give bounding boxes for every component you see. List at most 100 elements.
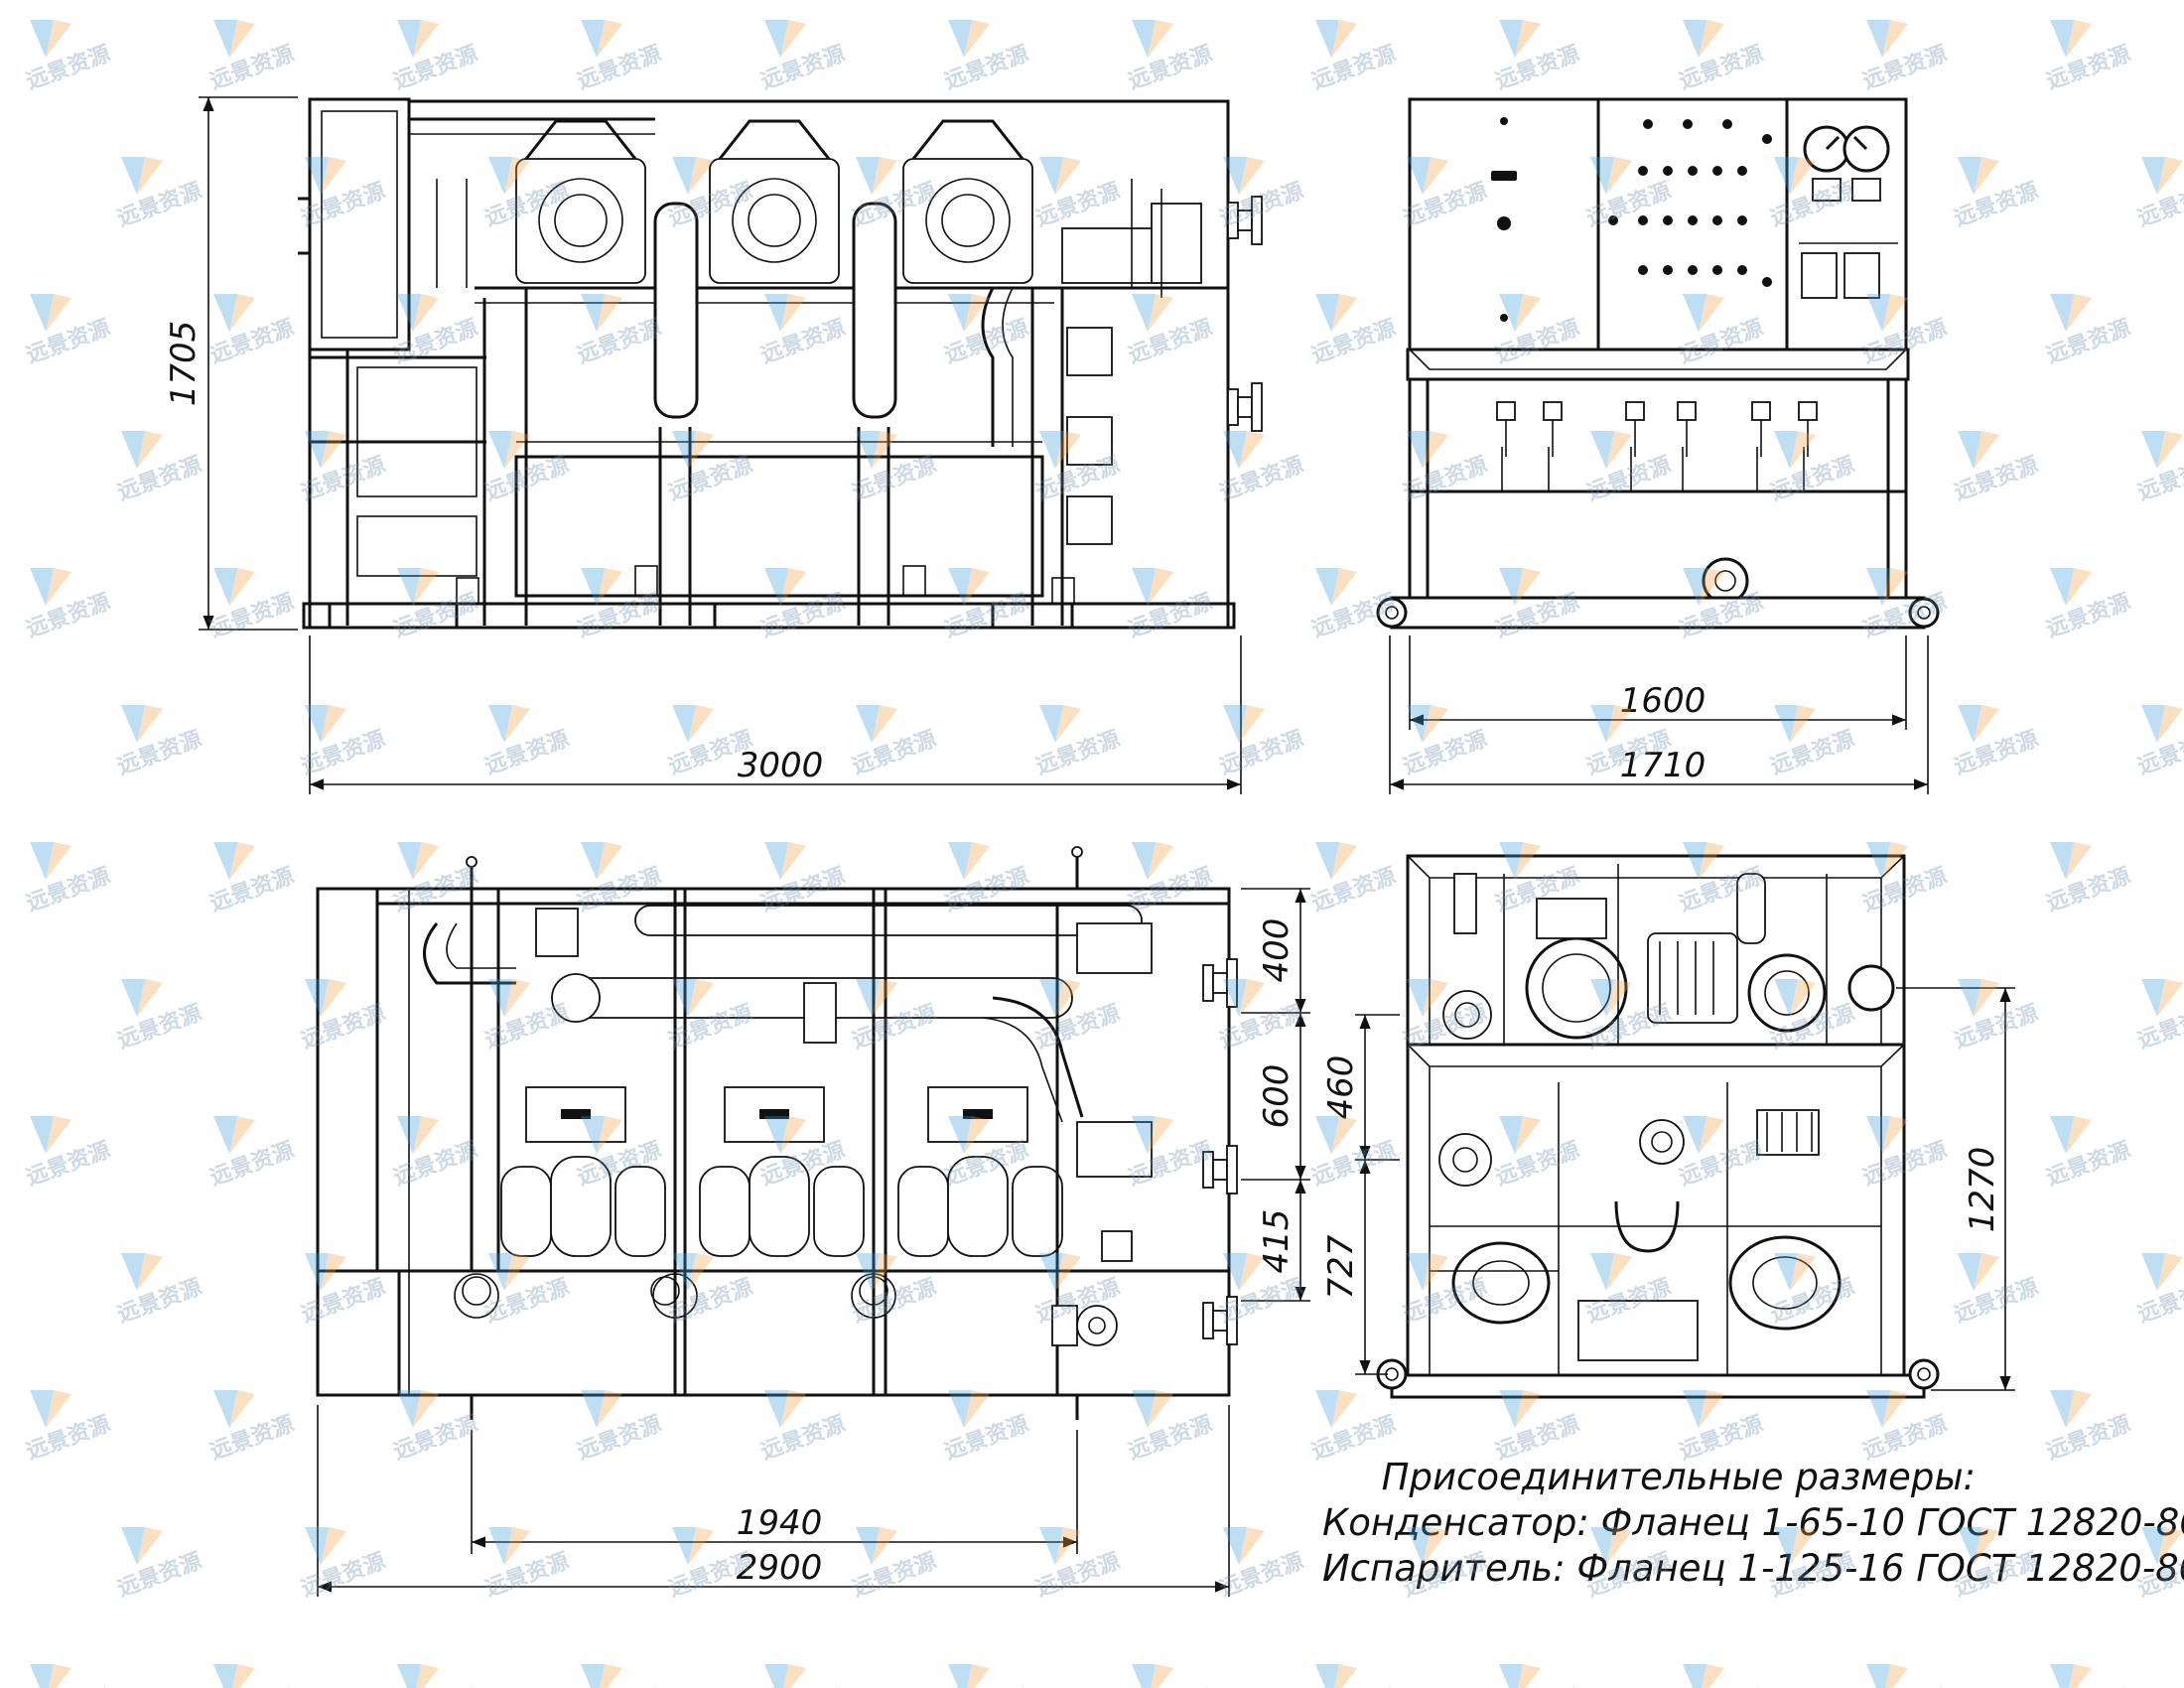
notes-title: Присоединительные размеры: xyxy=(1382,1456,1976,1498)
watermark-logo: 远景资源 xyxy=(2043,294,2134,368)
svg-text:远景资源: 远景资源 xyxy=(206,1412,297,1466)
watermark-logo: 远景资源 xyxy=(206,294,298,369)
svg-text:远景资源: 远景资源 xyxy=(1032,1549,1123,1603)
svg-text:远景资源: 远景资源 xyxy=(1767,727,1857,780)
watermark-logo: 远景资源 xyxy=(1859,1664,1951,1688)
svg-text:远景资源: 远景资源 xyxy=(1951,1001,2041,1055)
svg-text:远景资源: 远景资源 xyxy=(757,1412,848,1466)
watermark-logo: 远景资源 xyxy=(574,1664,665,1688)
watermark-logo: 远景资源 xyxy=(1951,705,2042,780)
svg-text:远景资源: 远景资源 xyxy=(23,590,113,643)
front-view-dimensions: 1705 3000 xyxy=(164,96,1242,794)
watermark-logo: 远景资源 xyxy=(1308,20,1400,95)
front-compressors xyxy=(515,158,1033,284)
svg-text:远景资源: 远景资源 xyxy=(481,1549,572,1603)
watermark-logo: 远景资源 xyxy=(1951,157,2042,231)
watermark-logo: 远景资源 xyxy=(1767,705,1858,780)
watermark-logo: 远景资源 xyxy=(2134,157,2184,231)
watermark-logo: 远景资源 xyxy=(1676,20,1767,94)
dim-1940: 1940 xyxy=(737,1503,823,1543)
dim-400: 400 xyxy=(1257,918,1297,983)
watermark-logo: 远景资源 xyxy=(1308,1390,1400,1465)
svg-text:远景资源: 远景资源 xyxy=(1492,42,1582,95)
watermark-logo: 远景资源 xyxy=(1125,294,1216,368)
svg-text:远景资源: 远景资源 xyxy=(2043,590,2133,643)
svg-text:远景资源: 远景资源 xyxy=(23,1412,113,1466)
svg-text:远景资源: 远景资源 xyxy=(849,1549,939,1603)
watermark-logo: 远景资源 xyxy=(1308,294,1400,368)
watermark-logo: 远景资源 xyxy=(2043,1390,2134,1465)
svg-text:远景资源: 远景资源 xyxy=(1125,590,1215,643)
watermark-logo: 远景资源 xyxy=(114,1253,205,1328)
svg-text:远景资源: 远景资源 xyxy=(481,1001,572,1055)
watermark-logo: 远景资源 xyxy=(1032,157,1124,231)
svg-text:远景资源: 远景资源 xyxy=(1400,727,1490,780)
svg-text:远景资源: 远景资源 xyxy=(757,316,848,369)
watermark-logo: 远景资源 xyxy=(23,294,114,369)
svg-text:远景资源: 远景资源 xyxy=(206,316,297,369)
watermark-logo: 远景资源 xyxy=(757,294,849,369)
watermark-logo: 远景资源 xyxy=(1125,20,1216,95)
svg-text:远景资源: 远景资源 xyxy=(2043,1138,2133,1192)
side-indicator-lights xyxy=(1608,119,1772,287)
watermark-logo: 远景资源 xyxy=(1308,1664,1400,1688)
front-electrical-cabinet xyxy=(308,97,411,352)
svg-text:远景资源: 远景资源 xyxy=(1125,42,1215,95)
watermark-logo: 远景资源 xyxy=(757,1664,849,1688)
watermark-logo: 远景资源 xyxy=(1676,1664,1767,1688)
svg-text:远景资源: 远景资源 xyxy=(390,42,480,95)
watermark-logo: 远景资源 xyxy=(1216,1527,1307,1602)
watermark-logo: 远景资源 xyxy=(574,1390,665,1465)
watermark-logo: 远景资源 xyxy=(1400,979,1491,1054)
svg-text:远景资源: 远景资源 xyxy=(1308,42,1399,95)
svg-text:远景资源: 远景资源 xyxy=(114,1549,205,1603)
watermark-logo: 远景资源 xyxy=(1308,568,1400,643)
svg-text:远景资源: 远景资源 xyxy=(1308,590,1399,643)
watermark-logo: 远景资源 xyxy=(1859,20,1951,95)
svg-text:远景资源: 远景资源 xyxy=(298,453,388,506)
dim-727: 727 xyxy=(1321,1234,1361,1299)
svg-text:远景资源: 远景资源 xyxy=(1859,42,1950,95)
plan-compressor-bodies xyxy=(500,1156,1063,1257)
dim-length-3000: 3000 xyxy=(738,746,824,785)
watermark-logo: 远景资源 xyxy=(1859,1390,1951,1465)
dim-600: 600 xyxy=(1257,1064,1297,1129)
dim-460: 460 xyxy=(1321,1055,1361,1120)
end-view-dimensions: 460 727 1270 xyxy=(1321,987,2015,1391)
svg-text:远景资源: 远景资源 xyxy=(1951,727,2041,780)
watermark-logo: 远景资源 xyxy=(1216,431,1307,505)
watermark-logo: 远景资源 xyxy=(1492,1664,1583,1688)
watermark-logo: 远景资源 xyxy=(2043,1116,2134,1192)
end-view xyxy=(1376,854,1940,1399)
watermark-logo: 远景资源 xyxy=(2043,1664,2134,1688)
svg-text:远景资源: 远景资源 xyxy=(390,1138,480,1192)
svg-text:远景资源: 远景资源 xyxy=(1125,864,1215,917)
watermark-logo: 远景资源 xyxy=(1032,705,1124,779)
watermark-logo: 远景资源 xyxy=(849,705,940,779)
watermark-logo: 远景资源 xyxy=(390,20,481,95)
svg-text:远景资源: 远景资源 xyxy=(757,42,848,95)
watermark-logo: 远景资源 xyxy=(114,979,205,1054)
svg-text:远景资源: 远景资源 xyxy=(574,316,664,369)
watermark-logo: 远景资源 xyxy=(1951,431,2042,505)
watermark-logo: 远景资源 xyxy=(757,1390,849,1466)
notes-condenser: Конденсатор: Фланец 1-65-10 ГОСТ 12820-8… xyxy=(1322,1501,2184,1544)
svg-text:远景资源: 远景资源 xyxy=(757,590,848,643)
svg-text:远景资源: 远景资源 xyxy=(941,590,1031,643)
side-view-dimensions: 1600 1710 xyxy=(1389,635,1929,794)
svg-text:远景资源: 远景资源 xyxy=(298,1275,388,1329)
watermark-logo: 远景资源 xyxy=(481,705,573,779)
svg-text:远景资源: 远景资源 xyxy=(1492,1138,1582,1192)
watermark-logo: 远景资源 xyxy=(1951,979,2042,1055)
svg-text:远景资源: 远景资源 xyxy=(1400,1275,1490,1329)
watermark-logo: 远景资源 xyxy=(1951,1253,2042,1329)
watermark-logo: 远景资源 xyxy=(1676,1116,1767,1191)
svg-text:远景资源: 远景资源 xyxy=(481,1275,572,1329)
watermark-logo: 远景资源 xyxy=(23,1116,114,1191)
watermark-logo: 远景资源 xyxy=(206,1664,298,1688)
watermark-logo: 远景资源 xyxy=(574,20,665,94)
svg-text:远景资源: 远景资源 xyxy=(23,316,113,369)
watermark-logo: 远景资源 xyxy=(849,1527,940,1603)
watermark-logo: 远景资源 xyxy=(23,20,114,94)
svg-text:远景资源: 远景资源 xyxy=(1951,1275,2041,1329)
